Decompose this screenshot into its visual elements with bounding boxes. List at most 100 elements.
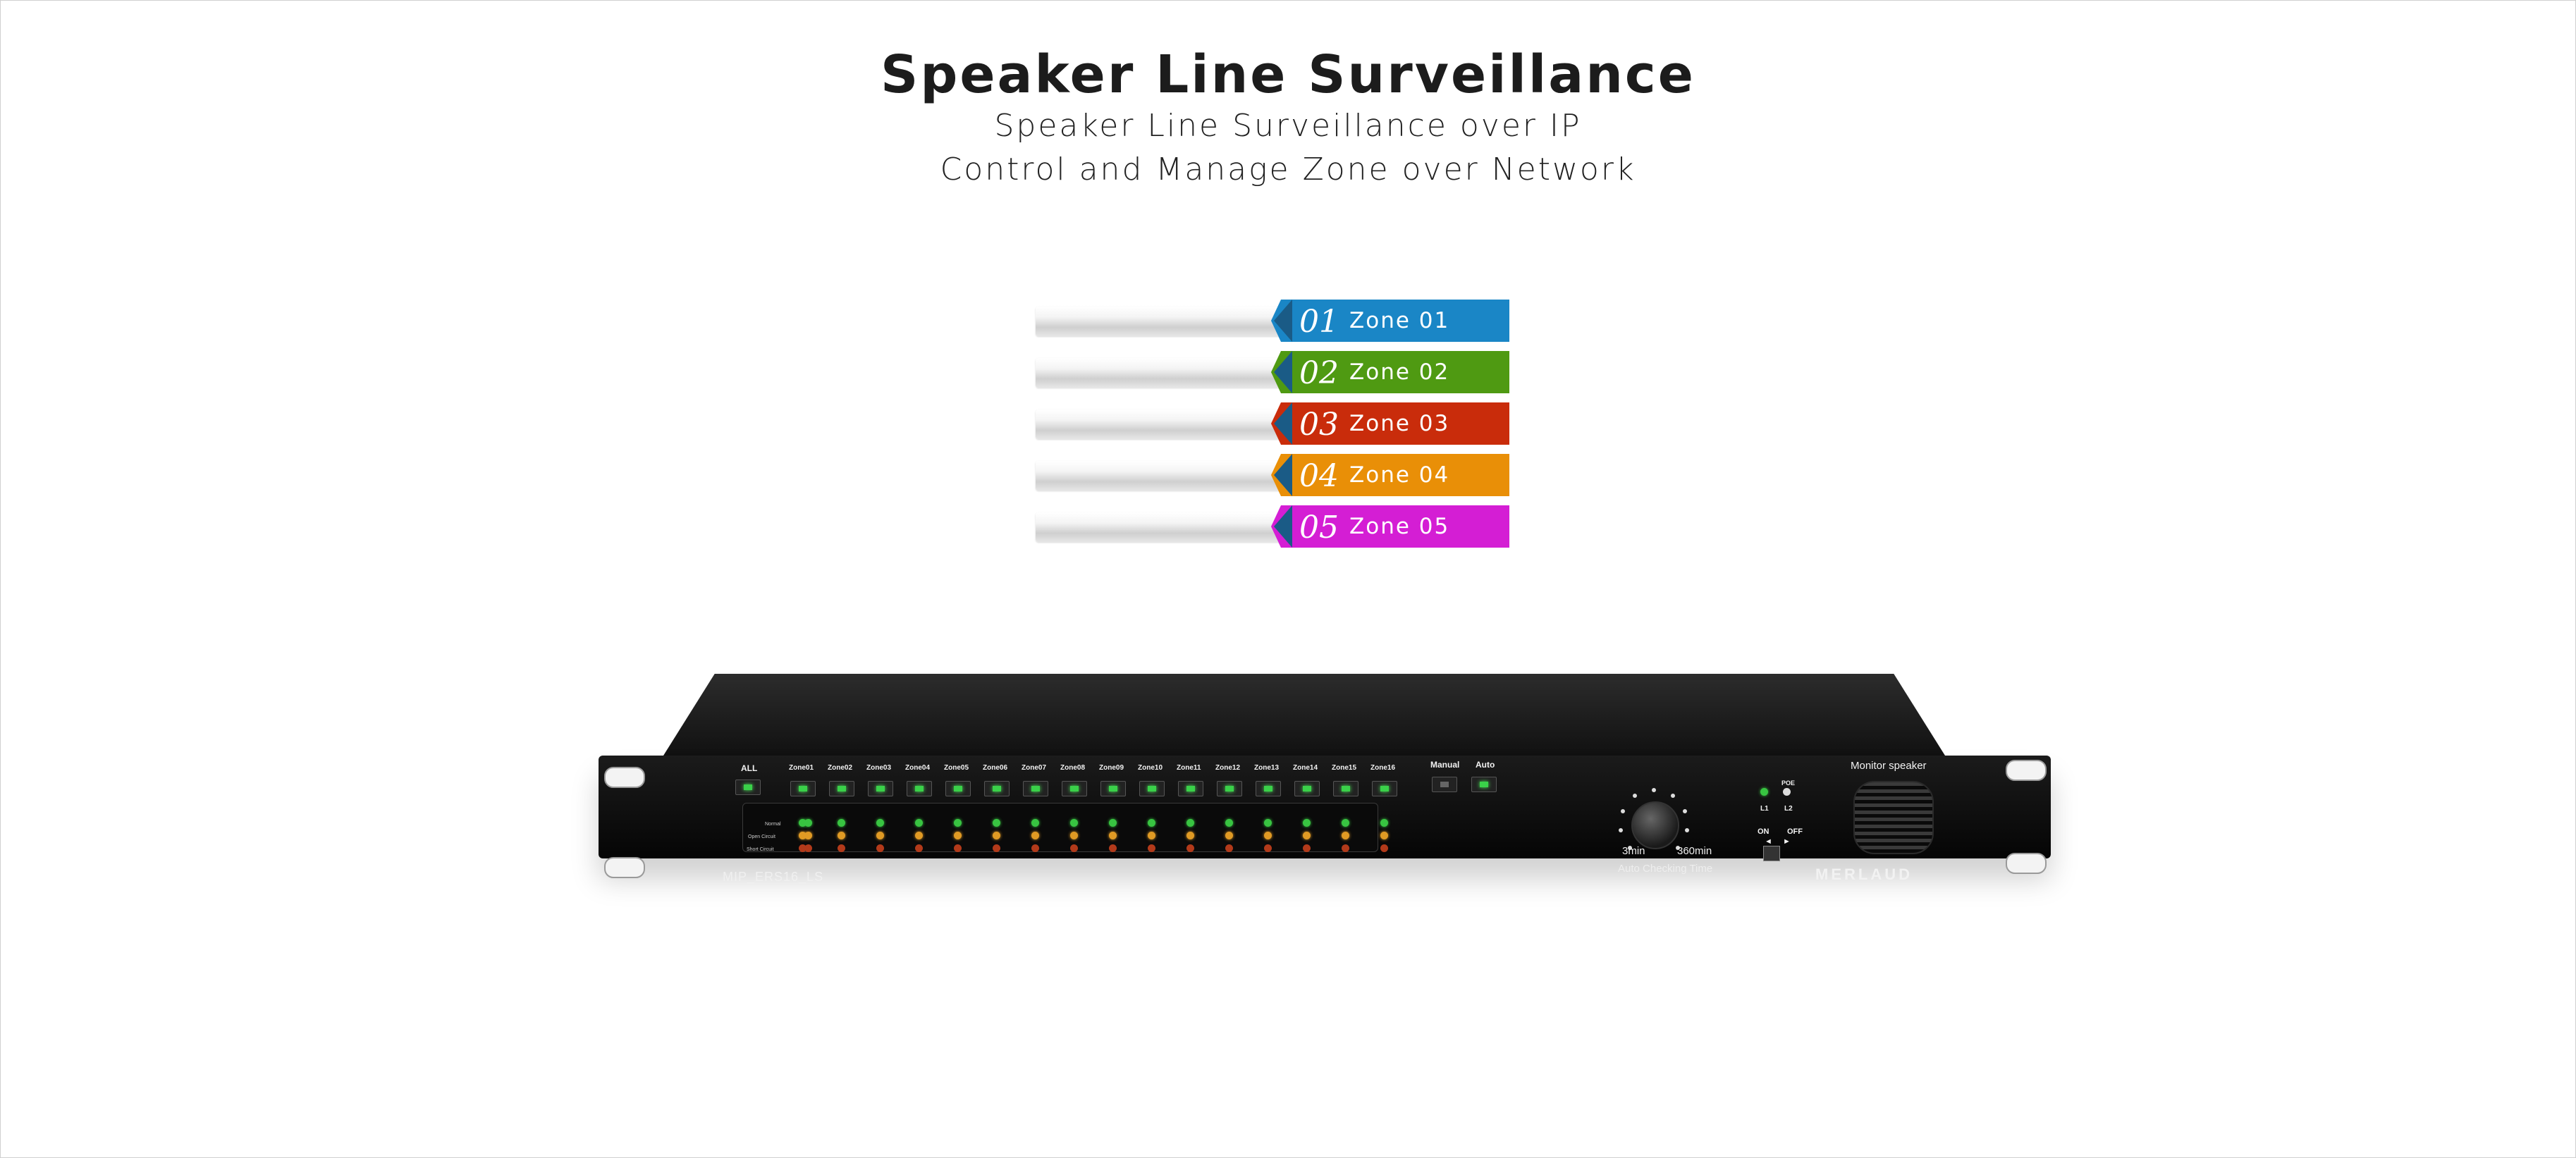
open-circuit-led	[838, 832, 845, 839]
zone-status-led-panel	[742, 803, 1378, 852]
zone-button-label: Zone12	[1215, 764, 1241, 772]
auto-button[interactable]	[1471, 777, 1497, 792]
zone-button-label: Zone16	[1370, 764, 1396, 772]
zone-button[interactable]	[1178, 781, 1203, 796]
zone-tag	[1271, 402, 1509, 445]
normal-led	[1303, 819, 1311, 827]
short-circuit-led	[1109, 844, 1117, 852]
open-circuit-led	[993, 832, 1000, 839]
off-label: OFF	[1787, 827, 1803, 836]
knob-min-label: 3min	[1622, 845, 1645, 857]
all-label: ALL	[741, 763, 758, 773]
open-circuit-led	[1264, 832, 1272, 839]
short-circuit-led	[1070, 844, 1078, 852]
open-circuit-led	[876, 832, 884, 839]
monitor-speaker-grille	[1853, 781, 1934, 854]
knob-scale-dot	[1675, 845, 1680, 850]
knob-scale-dot	[1683, 808, 1688, 813]
status-label-open: Open Circuit	[748, 834, 775, 839]
rack-ear-hole	[604, 767, 645, 788]
knob-scale-dot	[1670, 794, 1675, 799]
zone-tag	[1271, 300, 1509, 342]
short-circuit-led	[915, 844, 923, 852]
zone-number: 01	[1299, 304, 1339, 340]
poe-label: POE	[1781, 780, 1796, 787]
normal-led	[838, 819, 845, 827]
normal-led	[1225, 819, 1233, 827]
short-circuit-led	[954, 844, 962, 852]
poe-indicator	[1783, 788, 1791, 796]
manual-label: Manual	[1430, 760, 1460, 770]
zone-button[interactable]	[1294, 781, 1320, 796]
knob-max-label: 360min	[1677, 845, 1712, 857]
normal-led	[1148, 819, 1155, 827]
normal-led	[993, 819, 1000, 827]
zone-tag	[1271, 454, 1509, 496]
normal-led	[876, 819, 884, 827]
zone-button[interactable]	[1062, 781, 1087, 796]
short-circuit-led	[799, 844, 806, 852]
zone-button[interactable]	[907, 781, 932, 796]
zone-button[interactable]	[945, 781, 971, 796]
status-label-short: Short Circuit	[747, 847, 774, 852]
arrow-left-icon: ◄	[1765, 837, 1772, 846]
short-circuit-led	[838, 844, 845, 852]
l2-label: L2	[1784, 805, 1793, 813]
brand-logo: MERLAUD	[1815, 866, 1913, 883]
short-circuit-led	[1380, 844, 1388, 852]
open-circuit-led	[1225, 832, 1233, 839]
status-key-led	[804, 819, 812, 827]
zone-button-label: Zone08	[1060, 764, 1086, 772]
knob-caption: Auto Checking Time	[1618, 863, 1713, 875]
zone-number: 03	[1299, 407, 1339, 443]
status-key-led	[804, 832, 812, 839]
all-button[interactable]	[735, 780, 761, 795]
normal-led	[1342, 819, 1349, 827]
zone-number: 04	[1299, 458, 1339, 494]
open-circuit-led	[1109, 832, 1117, 839]
zone-button[interactable]	[1256, 781, 1281, 796]
status-label-normal: Normal	[765, 822, 781, 827]
zone-button[interactable]	[984, 781, 1010, 796]
power-switch[interactable]	[1763, 846, 1780, 861]
zone-button[interactable]	[1217, 781, 1242, 796]
open-circuit-led	[1303, 832, 1311, 839]
monitor-speaker-label: Monitor speaker	[1851, 760, 1927, 772]
knob-scale-dot	[1685, 828, 1690, 833]
zone-button[interactable]	[829, 781, 854, 796]
zone-button[interactable]	[1023, 781, 1048, 796]
normal-led	[1070, 819, 1078, 827]
zone-button[interactable]	[1139, 781, 1165, 796]
zone-tag	[1271, 351, 1509, 393]
subtitle-ip: Speaker Line Surveillance over IP	[994, 108, 1582, 144]
open-circuit-led	[915, 832, 923, 839]
zone-button[interactable]	[868, 781, 893, 796]
open-circuit-led	[1031, 832, 1039, 839]
zone-button-label: Zone02	[828, 764, 853, 772]
short-circuit-led	[1264, 844, 1272, 852]
rack-ear-hole	[604, 857, 645, 878]
auto-checking-time-knob[interactable]	[1631, 801, 1679, 849]
zone-button-label: Zone03	[866, 764, 892, 772]
short-circuit-led	[1148, 844, 1155, 852]
short-circuit-led	[993, 844, 1000, 852]
page-title: Speaker Line Surveillance	[881, 44, 1695, 105]
on-label: ON	[1758, 827, 1770, 836]
zone-button[interactable]	[1372, 781, 1397, 796]
speaker-cable	[1036, 307, 1304, 336]
zone-button-label: Zone10	[1138, 764, 1163, 772]
speaker-cable	[1036, 409, 1304, 439]
zone-button[interactable]	[790, 781, 816, 796]
normal-led	[915, 819, 923, 827]
zone-button[interactable]	[1100, 781, 1126, 796]
normal-led	[1109, 819, 1117, 827]
manual-button[interactable]	[1432, 777, 1457, 792]
normal-led	[1031, 819, 1039, 827]
short-circuit-led	[1225, 844, 1233, 852]
zone-button[interactable]	[1333, 781, 1358, 796]
